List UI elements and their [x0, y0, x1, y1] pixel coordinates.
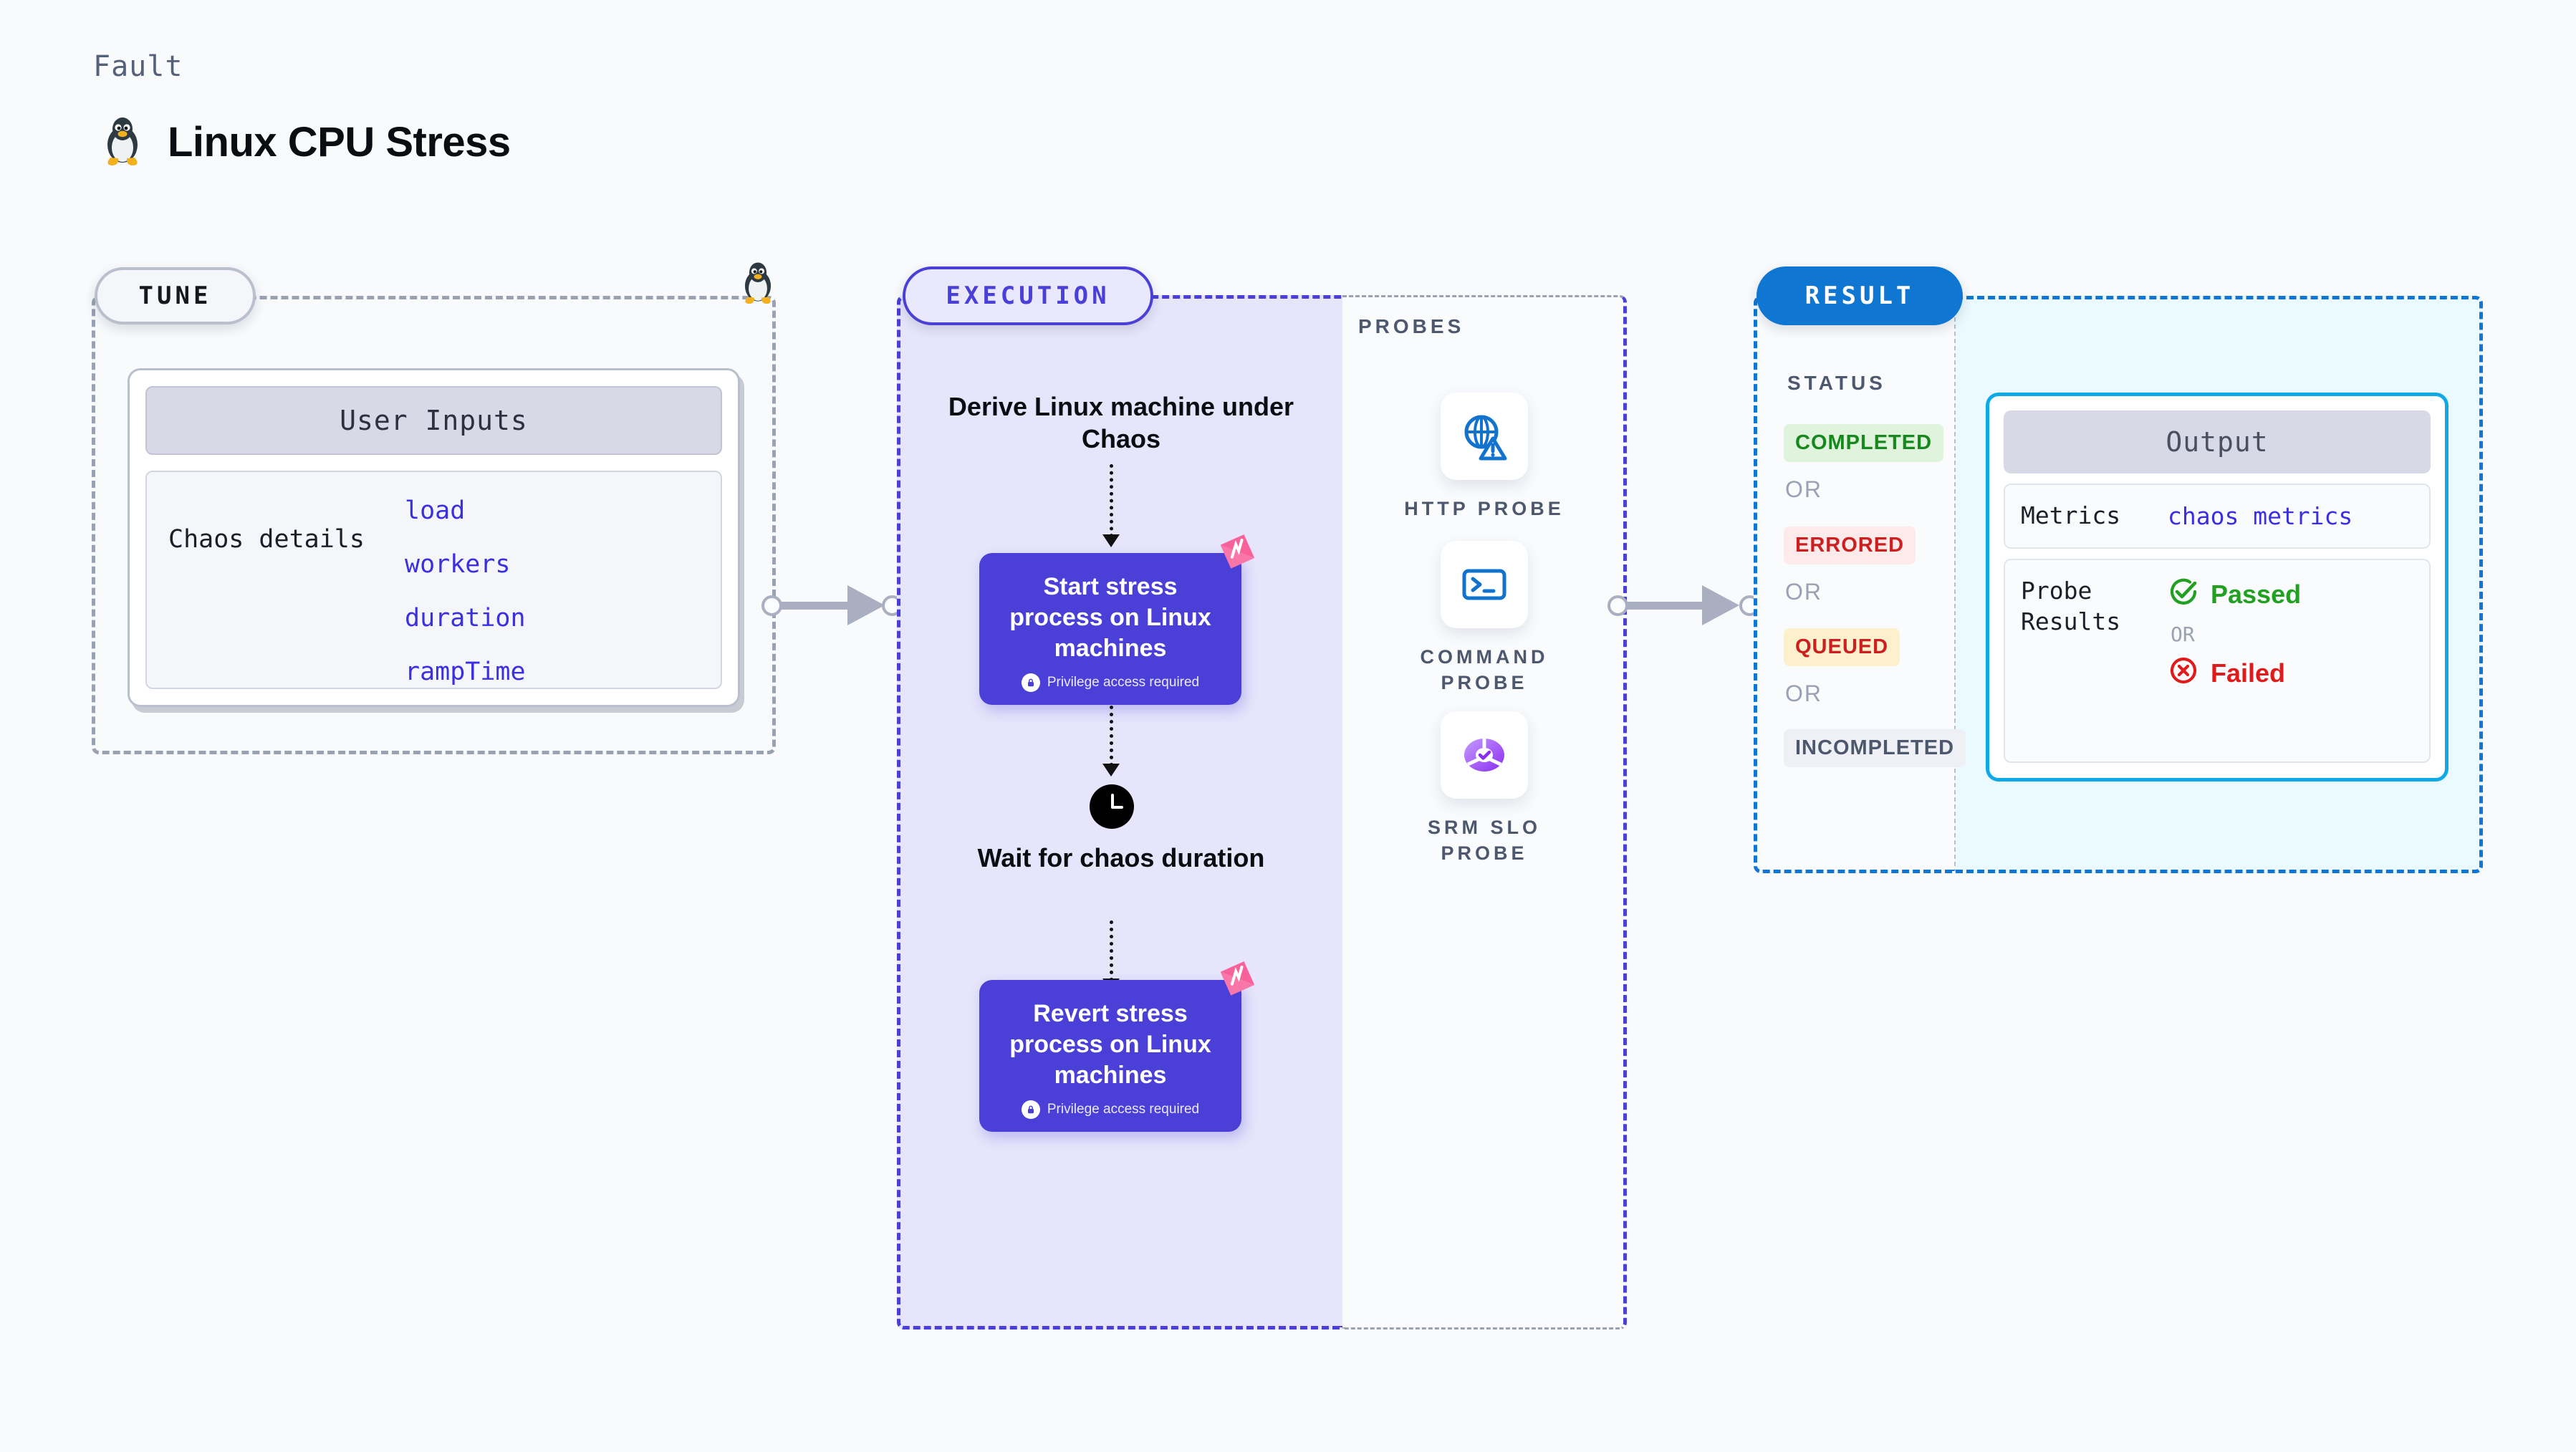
arrow-wait-to-revert [1102, 920, 1120, 991]
arrow-start-to-wait [1102, 706, 1120, 777]
linux-tux-corner-icon [738, 260, 778, 308]
probe-result-failed: Failed [2168, 655, 2301, 693]
output-metrics-label: Metrics [2021, 501, 2121, 529]
status-or-1: OR [1785, 476, 1822, 502]
chaos-details-row: Chaos details load workers duration ramp… [145, 471, 722, 689]
probe-http-label: HTTP PROBE [1404, 498, 1565, 519]
execution-pill: EXECUTION [903, 266, 1153, 325]
status-title: STATUS [1787, 372, 1886, 394]
derive-step-label: Derive Linux machine under Chaos [948, 392, 1294, 453]
probe-http[interactable]: HTTP PROBE [1398, 393, 1570, 521]
lock-icon [1021, 1100, 1040, 1120]
user-inputs-header: User Inputs [145, 386, 722, 455]
status-badge-incompleted: INCOMPLETED [1784, 729, 1966, 767]
probe-srm-slo[interactable]: SRM SLO PROBE [1398, 711, 1570, 867]
linux-tux-icon [100, 115, 145, 170]
output-probe-results-row: Probe Results Passed OR [2004, 558, 2431, 763]
check-circle-icon [2168, 576, 2199, 614]
result-status-panel [1754, 296, 1956, 873]
status-badge-errored: ERRORED [1784, 527, 1916, 564]
probe-result-passed: Passed [2168, 576, 2301, 614]
chaos-details-label: Chaos details [168, 525, 365, 554]
page-title: Linux CPU Stress [100, 115, 511, 170]
connector-execution-to-result [1607, 584, 1762, 627]
wait-step-label: Wait for chaos duration [977, 843, 1265, 872]
chaos-ribbon-icon [1217, 960, 1257, 999]
start-stress-note-row: Privilege access required [994, 673, 1227, 693]
revert-stress-title: Revert stress process on Linux machines [1009, 1000, 1211, 1089]
tune-pill: TUNE [95, 267, 256, 324]
globe-warning-icon [1441, 393, 1528, 480]
tune-value-workers: workers [405, 550, 511, 579]
output-header: Output [2004, 410, 2431, 473]
output-probe-results-label: Probe Results [2021, 576, 2121, 635]
tune-value-ramptime: rampTime [405, 658, 526, 686]
status-badge-queued: QUEUED [1784, 628, 1900, 666]
page-title-text: Linux CPU Stress [168, 119, 511, 165]
revert-stress-note-row: Privilege access required [994, 1100, 1227, 1120]
status-or-2: OR [1785, 579, 1822, 605]
status-or-3: OR [1785, 681, 1822, 706]
output-probe-results-values: Passed OR Failed [2168, 576, 2301, 693]
connector-tune-to-execution [761, 584, 905, 627]
tune-value-load: load [405, 496, 466, 525]
x-circle-icon [2168, 655, 2199, 693]
lock-icon [1021, 673, 1040, 693]
chaos-details-values: load workers duration rampTime [405, 496, 526, 688]
probe-srm-slo-label: SRM SLO PROBE [1427, 817, 1541, 865]
output-metrics-row: Metrics chaos metrics [2004, 484, 2431, 549]
revert-stress-step[interactable]: Revert stress process on Linux machines … [979, 961, 1255, 1133]
probe-result-failed-label: Failed [2211, 658, 2286, 688]
result-pill: RESULT [1756, 266, 1963, 325]
probes-title: PROBES [1358, 315, 1465, 337]
clock-icon [1090, 784, 1134, 829]
terminal-icon [1441, 541, 1528, 628]
probe-result-passed-label: Passed [2211, 580, 2302, 610]
start-stress-title: Start stress process on Linux machines [1009, 573, 1211, 662]
tune-panel [92, 296, 776, 754]
chaos-ribbon-icon [1217, 533, 1257, 572]
start-stress-note: Privilege access required [1047, 675, 1200, 691]
output-card: Output Metrics chaos metrics Probe Resul… [1986, 393, 2448, 782]
tune-value-duration: duration [405, 604, 526, 633]
probe-result-or: OR [2171, 622, 2195, 646]
fault-kicker: Fault [93, 50, 183, 83]
probe-command[interactable]: COMMAND PROBE [1398, 541, 1570, 696]
arrow-derive-to-start [1102, 464, 1120, 547]
start-stress-step[interactable]: Start stress process on Linux machines P… [979, 534, 1255, 706]
output-metrics-value: chaos metrics [2168, 501, 2353, 530]
probe-command-label: COMMAND PROBE [1420, 646, 1549, 694]
status-badge-completed: COMPLETED [1784, 424, 1944, 462]
user-inputs-card: User Inputs Chaos details load workers d… [128, 368, 740, 707]
slo-donut-check-icon [1441, 711, 1528, 799]
revert-stress-note: Privilege access required [1047, 1102, 1200, 1117]
